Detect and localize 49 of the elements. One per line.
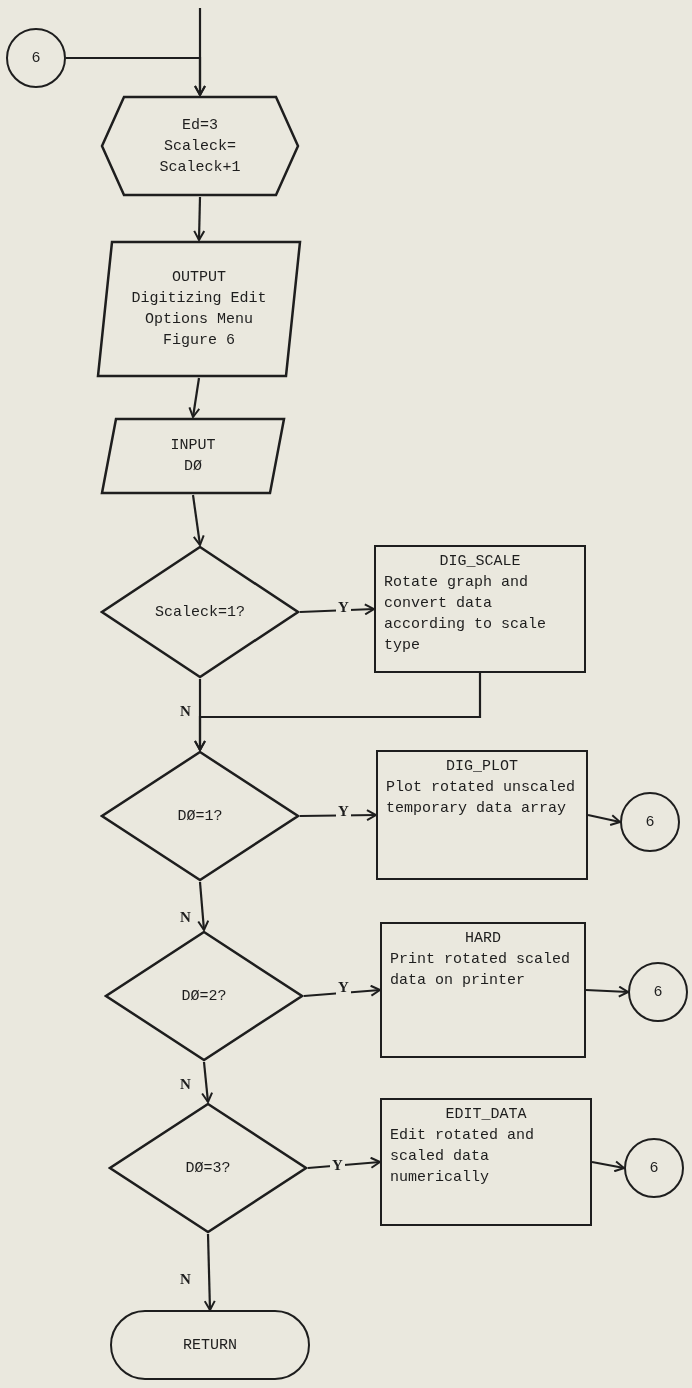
node-heading: HARD [465,929,501,949]
arrow [299,603,375,616]
decision-diamond [108,1102,308,1234]
process-box [380,922,586,1058]
arrow [307,1156,381,1170]
arrow [197,881,210,931]
node-text: Figure 6 [163,331,235,351]
arrow [203,1233,216,1311]
arrow [194,673,482,751]
node-heading: EDIT_DATA [445,1105,527,1125]
node-heading: Ed=3 [182,115,218,136]
process-box [380,1098,592,1226]
node-text: 6 [653,982,663,1003]
decision-diamond [104,930,304,1062]
arrow [188,377,201,418]
node-text: 6 [31,48,41,69]
decision-diamond [100,545,300,679]
node-text: DØ=2? [181,986,227,1007]
io-parallelogram [100,417,286,495]
node-text: Rotate graph and convert data according to scale type [384,573,548,656]
arrow [66,56,206,96]
arrow [191,494,205,546]
node-text: DØ=1? [177,806,223,827]
node-text: Scaleck=1? [155,602,245,623]
node-heading: DIG_PLOT [446,757,518,777]
node-text: Digitizing Edit Options Menu [130,289,268,330]
arrow [193,196,206,241]
node-heading: DIG_SCALE [439,552,521,572]
node-heading: INPUT [170,436,216,456]
node-text: RETURN [183,1335,237,1356]
node-text: DØ [184,457,202,477]
node-text: Print rotated scaled data on printer [390,950,572,991]
process-box [376,750,588,880]
node-text: 6 [649,1158,659,1179]
arrow [201,1061,214,1103]
decision-diamond [100,750,300,882]
process-box [374,545,586,673]
node-text: Edit rotated and scaled data numerically [390,1126,536,1188]
node-text: Plot rotated unscaled temporary data array [386,778,577,819]
node-text: Scaleck= Scaleck+1 [158,136,242,178]
node-text: 6 [645,812,655,833]
arrow [587,813,621,826]
arrow [303,984,381,998]
node-heading: OUTPUT [172,268,226,288]
preparation-hexagon [100,95,300,197]
arrow [585,985,629,998]
node-text: DØ=3? [185,1158,231,1179]
arrow [591,1160,625,1173]
io-parallelogram [96,240,302,378]
